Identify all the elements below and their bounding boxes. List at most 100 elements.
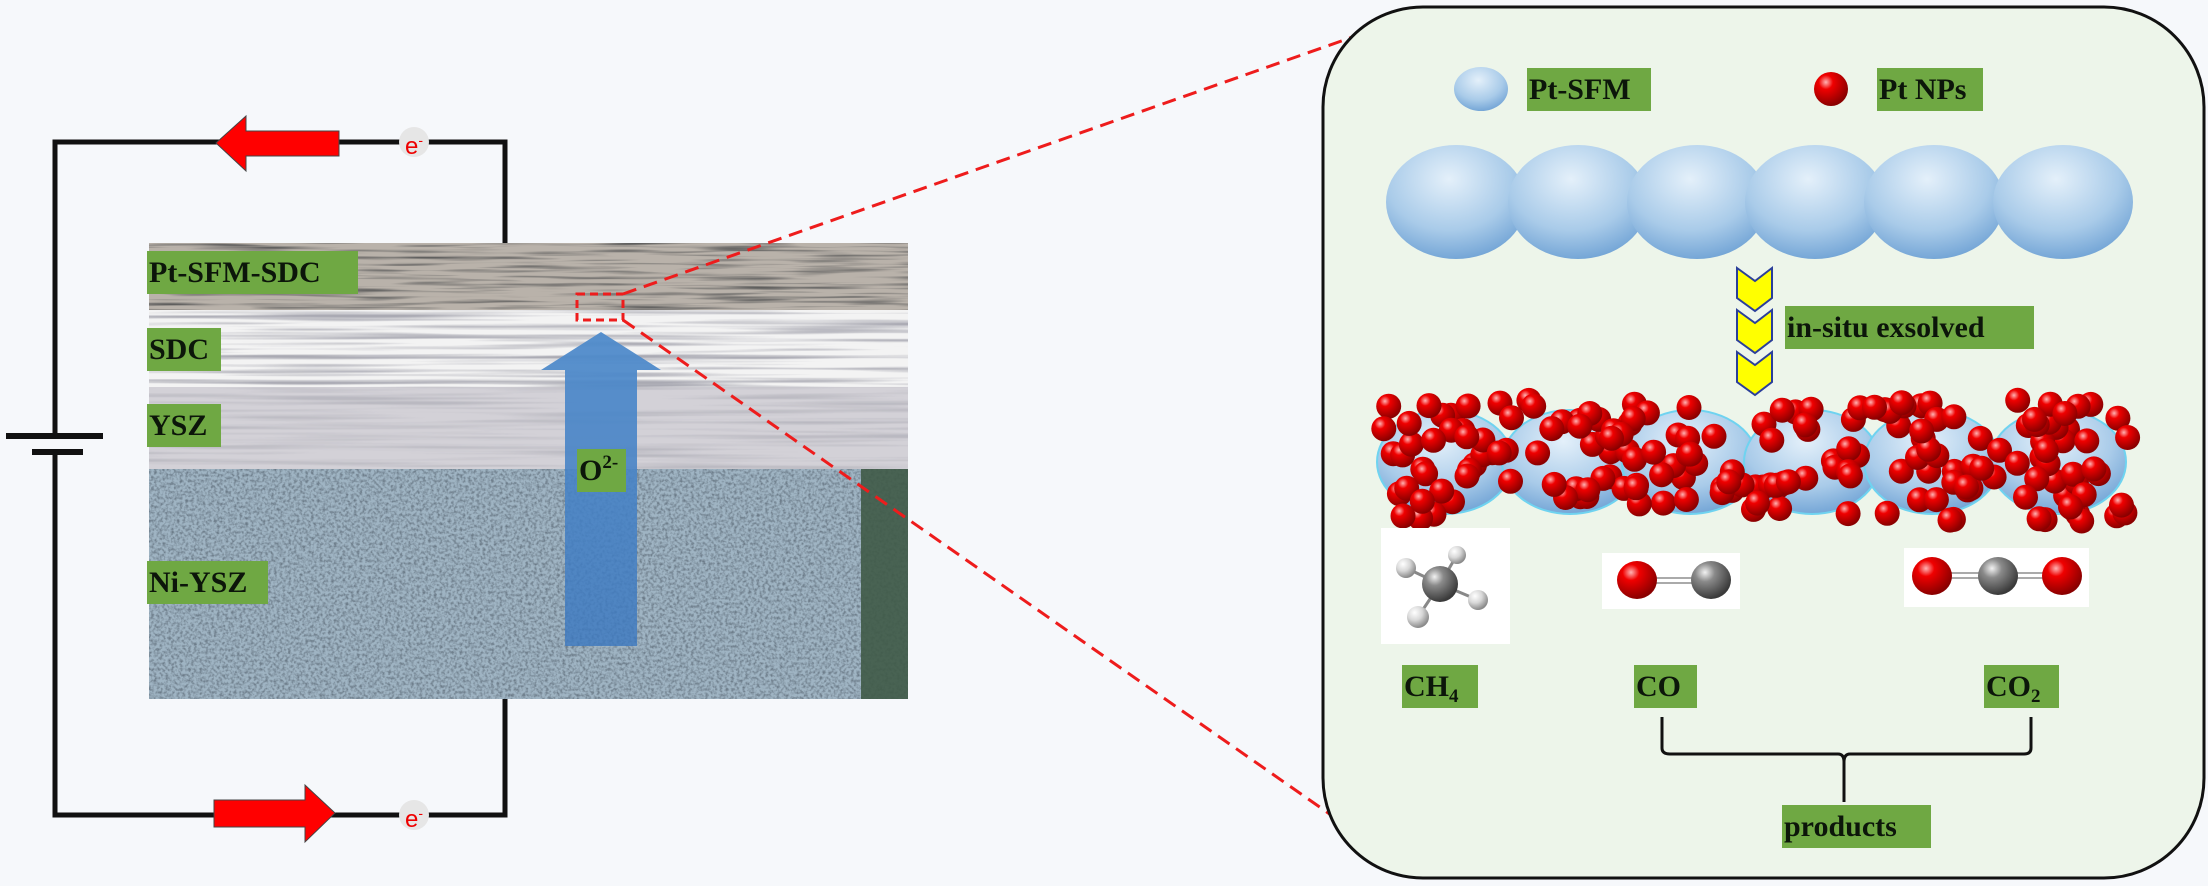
layer-label-sdc: SDC (147, 328, 221, 371)
pt-nanoparticle (1499, 405, 1524, 431)
pt-nanoparticle (1371, 416, 1397, 442)
pt-nanoparticle (2004, 450, 2030, 476)
pt-sfm-chain (1386, 145, 2133, 259)
pt-nanoparticle (1862, 394, 1887, 420)
pt-nanoparticle (1413, 461, 1439, 487)
pt-sfm-sphere (1864, 145, 2004, 259)
electron-top: e- (399, 127, 429, 160)
pt-sfm-sphere (1508, 145, 1648, 259)
electron-flow-arrow-left-icon (215, 114, 340, 173)
formula-main: CO (1636, 670, 1681, 703)
pt-nanoparticle (1525, 440, 1551, 466)
chevron-down-icon (1736, 349, 1773, 397)
electron-bottom: e- (399, 800, 429, 833)
pt-nanoparticle (1874, 500, 1900, 526)
legend-label-pt-nps: Pt NPs (1877, 68, 1983, 111)
pt-nanoparticle (1409, 488, 1435, 514)
pt-sfm-sphere (1745, 145, 1885, 259)
formula-subscript: 4 (1449, 686, 1459, 707)
pt-nanoparticle (1836, 436, 1862, 462)
pt-nanoparticle (2024, 466, 2050, 492)
pt-nanoparticle (1455, 393, 1481, 419)
pt-nanoparticle (1575, 477, 1601, 503)
pt-nanoparticle (1909, 418, 1935, 444)
electron-symbol: e (404, 133, 419, 160)
pt-nanoparticle (1498, 468, 1523, 494)
pt-nanoparticle (2052, 401, 2078, 426)
legend-label-pt-sfm: Pt-SFM (1527, 68, 1651, 111)
pt-nanoparticle (1390, 503, 1416, 529)
pt-nanoparticle (1673, 487, 1699, 512)
pt-nanoparticle (2058, 494, 2083, 520)
pt-nanoparticle (1937, 507, 1963, 533)
pt-sfm-sphere (1627, 145, 1767, 259)
pt-nanoparticle (1649, 462, 1675, 488)
electron-symbol: e (404, 806, 419, 833)
pt-sfm-sphere (1386, 145, 1526, 259)
formula-main: CO (1986, 670, 2031, 703)
pt-sfm-sphere-icon (1454, 67, 1508, 111)
pt-nanoparticle (1416, 393, 1442, 419)
pt-nanoparticle (1454, 424, 1480, 450)
ch4-molecule (1381, 528, 1510, 644)
pt-nanoparticle (1650, 490, 1676, 516)
pt-nanoparticle (1539, 416, 1565, 442)
pt-nanoparticle (1769, 397, 1795, 423)
zoom-line-top (622, 18, 1402, 296)
pt-nanoparticle (1486, 440, 1512, 466)
formula-subscript: 2 (2031, 686, 2041, 707)
pt-nanoparticle (1623, 475, 1649, 501)
pt-nanoparticle (1987, 437, 2012, 463)
formula-main: CH (1404, 670, 1449, 703)
layer-label-ni-ysz: Ni-YSZ (147, 561, 268, 604)
pt-nanoparticle (1421, 427, 1446, 453)
pt-nanoparticle (1835, 501, 1861, 527)
molecule-label-co: CO (1634, 665, 1697, 708)
pt-nanoparticle (1767, 496, 1793, 521)
pt-nanoparticle (1541, 471, 1567, 497)
pt-nanoparticle (1775, 469, 1801, 495)
pt-nanoparticle (1716, 469, 1742, 495)
pt-nanoparticle (1701, 423, 1727, 449)
pt-nanoparticle (1759, 427, 1785, 453)
pt-nanoparticle (1954, 474, 1979, 500)
molecule-label-ch4: CH4 (1402, 665, 1478, 708)
pt-nanoparticle (2033, 438, 2059, 463)
pt-nanoparticle (2005, 387, 2031, 413)
pt-nanoparticle (2074, 428, 2100, 454)
pt-sfm-sphere (1993, 145, 2133, 259)
pt-nanoparticle (1454, 463, 1480, 489)
pt-nanoparticle (1521, 393, 1547, 419)
process-label: in-situ exsolved (1785, 306, 2034, 349)
pt-nanoparticle (1398, 431, 1424, 457)
electron-charge: - (418, 132, 424, 148)
pt-nanoparticle (1429, 478, 1455, 504)
zoom-line-bottom (622, 318, 1385, 854)
pt-nanoparticle (1969, 455, 1995, 481)
exsolution-chevrons (1736, 265, 1773, 397)
pt-nanoparticle (2109, 492, 2134, 518)
pt-nanoparticle (1941, 404, 1967, 430)
external-circuit (6, 114, 508, 844)
products-label: products (1782, 805, 1931, 848)
pt-nanoparticle (1641, 439, 1667, 465)
chevron-down-icon (1736, 307, 1773, 355)
pt-nanoparticle (1792, 412, 1818, 438)
products-brace (1660, 717, 2033, 802)
electron-flow-arrow-right-icon (213, 783, 336, 844)
pt-nanoparticle (1396, 410, 1422, 436)
oxygen-ion-label: O2- (577, 449, 626, 492)
zoom-region-marker (575, 292, 625, 322)
pt-nanoparticle (1677, 441, 1703, 467)
electron-charge: - (418, 805, 424, 821)
co2-molecule (1904, 548, 2089, 607)
pt-nanoparticle (2060, 461, 2086, 487)
layer-label-ysz: YSZ (147, 404, 221, 447)
pt-nanoparticle (1889, 390, 1915, 416)
layer-label-pt-sfm-sdc: Pt-SFM-SDC (147, 251, 358, 294)
chevron-down-icon (1736, 265, 1773, 313)
pt-nanoparticle (2081, 456, 2107, 482)
ion-symbol: O (579, 454, 603, 487)
molecule-label-co2: CO2 (1984, 665, 2059, 708)
